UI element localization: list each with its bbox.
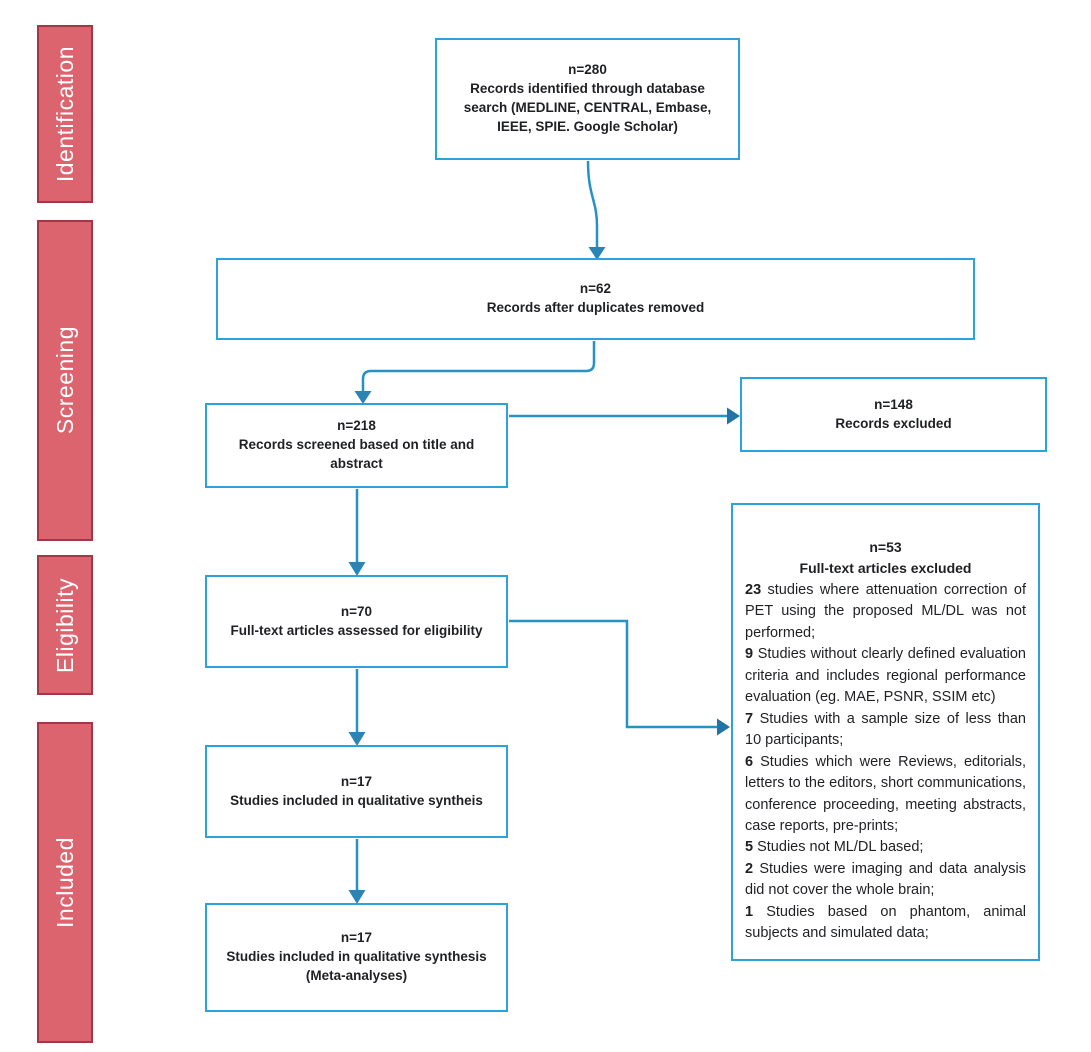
flow-box-records-identified: n=280 Records identified through databas… (435, 38, 740, 160)
count-label: n=148 (874, 396, 913, 412)
count-label: n=280 (568, 62, 607, 78)
exclusion-reason: 5 Studies not ML/DL based; (745, 837, 1026, 858)
count-label: n=17 (340, 930, 373, 946)
exclusion-reason: 7 Studies with a sample size of less tha… (745, 709, 1026, 752)
flow-box-fulltext-excluded: n=53 Full-text articles excluded 23 stud… (731, 503, 1040, 961)
box-description: Records excluded (835, 415, 952, 431)
count-label: n=62 (579, 281, 612, 297)
stage-label-screening: Screening (37, 220, 93, 541)
reason-text: Studies which were Reviews, editorials, … (745, 753, 1027, 834)
box-description: Records identified through database sear… (463, 81, 712, 134)
stage-label-text: Identification (51, 45, 78, 183)
flow-box-qualitative-synthesis: n=17 Studies included in qualitative syn… (205, 745, 508, 838)
reason-text: Studies not ML/DL based; (757, 839, 924, 856)
reason-count: 1 (745, 903, 754, 920)
flow-box-duplicates-removed: n=62 Records after duplicates removed (216, 258, 975, 340)
flow-box-records-excluded: n=148 Records excluded (740, 377, 1047, 452)
count-label: n=218 (337, 418, 376, 434)
reason-text: studies where attenuation correction of … (745, 582, 1026, 641)
exclusion-reason: 23 studies where attenuation correction … (745, 580, 1026, 644)
reason-text: Studies with a sample size of less than … (745, 710, 1026, 749)
exclusion-reason: 6 Studies which were Reviews, editorials… (745, 752, 1026, 838)
count-label: n=53 (869, 539, 902, 555)
reason-text: Studies were imaging and data analysis d… (745, 860, 1027, 899)
flow-box-records-screened: n=218 Records screened based on title an… (205, 403, 508, 488)
reason-count: 23 (745, 582, 762, 598)
box-description: Records after duplicates removed (486, 300, 705, 315)
stage-label-included: Included (37, 722, 93, 1043)
box-description: Studies included in qualitative synthesi… (226, 949, 487, 983)
reason-count: 6 (745, 753, 754, 770)
exclusion-reason: 1 Studies based on phantom, animal subje… (745, 902, 1026, 945)
reason-count: 9 (745, 646, 754, 663)
box-description: Full-text articles assessed for eligibil… (230, 622, 483, 638)
flow-box-meta-analyses: n=17 Studies included in qualitative syn… (205, 903, 508, 1012)
box-description: Records screened based on title and abst… (238, 437, 475, 471)
exclusion-reason: 2 Studies were imaging and data analysis… (745, 859, 1026, 902)
reason-count: 5 (745, 839, 754, 856)
count-label: n=70 (340, 603, 373, 619)
stage-label-text: Eligibility (51, 577, 78, 673)
box-heading: Full-text articles excluded (799, 560, 972, 576)
box-description: Studies included in qualitative syntheis (230, 792, 483, 808)
stage-label-text: Screening (51, 326, 78, 435)
exclusion-reason: 9 Studies without clearly defined evalua… (745, 644, 1026, 708)
reason-text: Studies without clearly defined evaluati… (745, 646, 1026, 706)
reason-count: 2 (745, 860, 754, 877)
stage-label-text: Included (51, 837, 78, 928)
count-label: n=17 (340, 773, 373, 789)
reason-count: 7 (745, 710, 754, 727)
flow-box-fulltext-assessed: n=70 Full-text articles assessed for eli… (205, 575, 508, 668)
stage-label-eligibility: Eligibility (37, 555, 93, 695)
stage-label-identification: Identification (37, 25, 93, 203)
reason-text: Studies based on phantom, animal subject… (745, 903, 1026, 942)
exclusion-reason-list: 23 studies where attenuation correction … (745, 580, 1026, 945)
